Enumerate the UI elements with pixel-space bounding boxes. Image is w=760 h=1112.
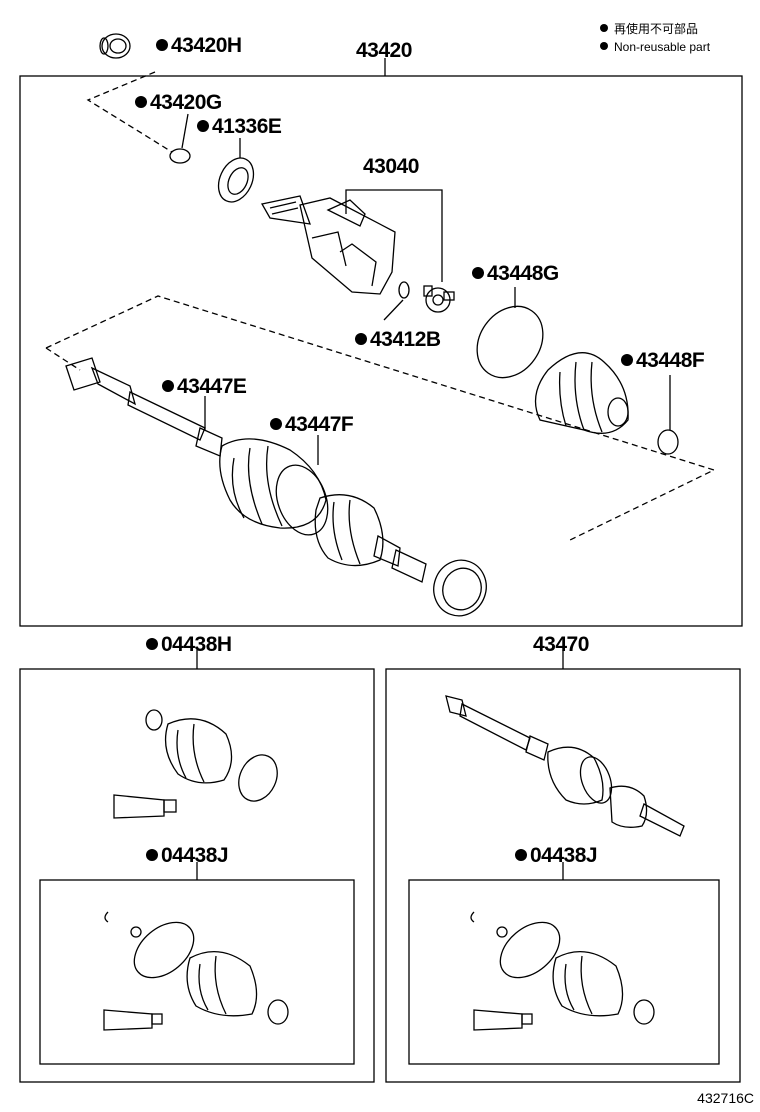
boot-kit-04438J-left-icon	[103, 911, 289, 1031]
bullet-icon	[146, 849, 158, 861]
bullet-icon	[135, 96, 147, 108]
diagram-code: 432716C	[697, 1090, 754, 1106]
bullet-icon	[355, 333, 367, 345]
seal-41336E-icon	[217, 157, 255, 203]
boot-kit-04438J-right-icon	[470, 911, 655, 1031]
joint-43040-icon	[260, 195, 396, 295]
drive-shaft-43420-icon	[65, 357, 427, 583]
bullet-icon	[162, 380, 174, 392]
bullet-icon	[621, 354, 633, 366]
bullet-icon	[600, 24, 608, 32]
boot-upper-icon	[534, 352, 629, 434]
label-41336E: 41336E	[197, 116, 282, 137]
legend: 再使用不可部品 Non-reusable part	[600, 20, 710, 56]
plug-43420G-icon	[169, 148, 191, 164]
label-43420G: 43420G	[135, 92, 222, 113]
seal-lower-icon	[433, 559, 487, 617]
label-43447E: 43447E	[162, 376, 247, 397]
seal-43420H-icon	[99, 33, 131, 59]
legend-item-en: Non-reusable part	[600, 38, 710, 56]
bullet-icon	[197, 120, 209, 132]
label-43447F: 43447F	[270, 414, 354, 435]
label-43448G: 43448G	[472, 263, 559, 284]
circlip-43412B-icon	[398, 281, 410, 299]
label-43420H: 43420H	[156, 35, 242, 56]
bullet-icon	[156, 39, 168, 51]
label-43420: 43420	[356, 39, 412, 62]
kit-frame-04438J-right	[408, 879, 720, 1065]
tripod-43040-icon	[423, 285, 455, 313]
label-04438J-left: 04438J	[146, 845, 229, 866]
label-43448F: 43448F	[621, 350, 705, 371]
legend-item-jp: 再使用不可部品	[600, 20, 710, 38]
kit-frame-04438J-left	[39, 879, 355, 1065]
clamp-43448F-icon	[657, 429, 679, 455]
assembly-frame-43420	[19, 75, 743, 627]
label-43412B: 43412B	[355, 329, 441, 350]
bullet-icon	[146, 638, 158, 650]
label-04438J-right: 04438J	[515, 845, 598, 866]
bullet-icon	[600, 42, 608, 50]
label-43040: 43040	[363, 155, 419, 178]
label-43470: 43470	[533, 633, 589, 656]
bullet-icon	[515, 849, 527, 861]
boot-kit-04438H-icon	[113, 709, 278, 819]
label-04438H: 04438H	[146, 634, 232, 655]
clamp-43448G-icon	[476, 305, 544, 379]
bullet-icon	[270, 418, 282, 430]
drive-shaft-43470-icon	[445, 695, 685, 837]
bullet-icon	[472, 267, 484, 279]
